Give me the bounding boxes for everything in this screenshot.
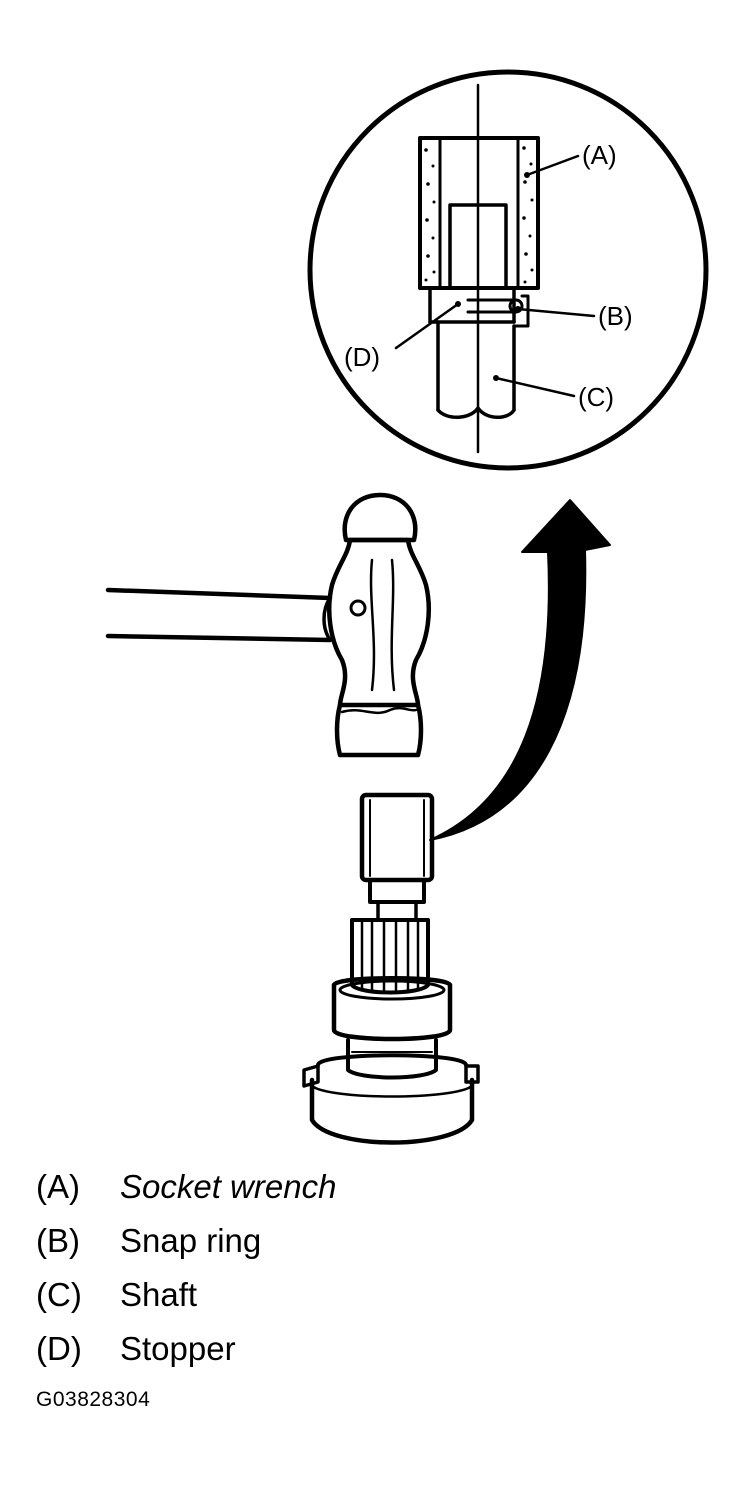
socket-wrench (359, 792, 435, 904)
legend-text: Snap ring (120, 1222, 262, 1259)
legend-text: Socket wrench (120, 1168, 337, 1205)
curved-arrow-icon (429, 499, 611, 841)
legend-item-c: (C) Shaft (36, 1268, 716, 1322)
callout-c: (C) (578, 382, 614, 412)
socket-wrench-detail (418, 136, 540, 290)
legend-text: Shaft (120, 1276, 198, 1313)
hammer-icon (105, 492, 431, 758)
figure-id: G03828304 (36, 1388, 151, 1411)
legend: (A) Socket wrench (B) Snap ring (C) Shaf… (36, 1160, 716, 1376)
illustration: (A) (B) (C) (D) (105, 69, 709, 1145)
clutch-assembly (302, 976, 480, 1145)
callout-b: (B) (598, 301, 633, 331)
legend-item-b: (B) Snap ring (36, 1214, 716, 1268)
leader-lines (394, 154, 596, 398)
shaft-detail (428, 286, 530, 419)
legend-key: (C) (36, 1276, 82, 1313)
legend-text: Stopper (120, 1330, 236, 1367)
legend-item-d: (D) Stopper (36, 1322, 716, 1376)
detail-view: (A) (B) (C) (D) (307, 69, 709, 471)
callout-d: (D) (344, 342, 380, 372)
detail-circle (307, 69, 709, 471)
legend-item-a: (A) Socket wrench (36, 1160, 716, 1214)
legend-key: (D) (36, 1330, 82, 1367)
callout-a: (A) (582, 140, 617, 170)
legend-key: (B) (36, 1222, 80, 1259)
legend-key: (A) (36, 1168, 80, 1205)
